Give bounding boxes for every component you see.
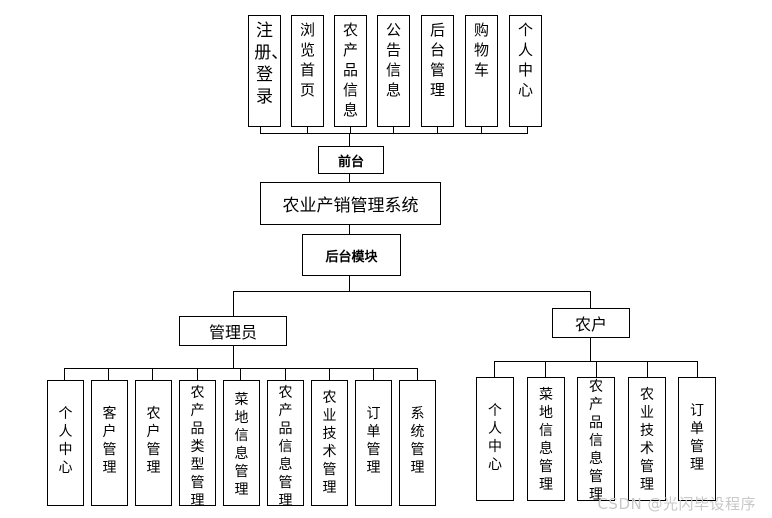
system-title-node: 农业产销管理系统 bbox=[260, 182, 441, 225]
module-label: 注册、登录 bbox=[254, 21, 289, 107]
connector bbox=[494, 361, 495, 377]
module-label: 农产品类型管理 bbox=[190, 385, 205, 509]
farmer-module-product-info-mgmt: 农产品信息管理 bbox=[577, 377, 615, 503]
connector bbox=[329, 368, 330, 380]
module-label: 农户管理 bbox=[146, 406, 161, 476]
admin-module-product-info-mgmt: 农产品信息管理 bbox=[267, 380, 304, 509]
module-label: 农产品信息管理 bbox=[278, 385, 293, 509]
farmer-module-personal-center: 个人中心 bbox=[476, 377, 514, 501]
connector bbox=[260, 126, 261, 134]
admin-module-farmer-mgmt: 农户管理 bbox=[135, 380, 172, 506]
connector bbox=[233, 345, 234, 369]
connector bbox=[349, 133, 350, 146]
module-label: 个人中心 bbox=[487, 403, 502, 473]
module-label: 农产品信息 bbox=[342, 21, 358, 119]
module-label: 个人中心 bbox=[517, 21, 533, 99]
connector bbox=[590, 291, 591, 308]
connector bbox=[527, 126, 528, 134]
backend-label: 后台模块 bbox=[325, 249, 378, 265]
admin-module-customer-mgmt: 客户管理 bbox=[91, 380, 128, 506]
admin-module-system-mgmt: 系统管理 bbox=[399, 380, 436, 506]
frontend-node: 前台 bbox=[318, 146, 384, 174]
connector bbox=[197, 368, 198, 380]
backend-split-line bbox=[233, 291, 591, 292]
module-label: 菜地信息管理 bbox=[538, 387, 553, 493]
admin-module-personal-center: 个人中心 bbox=[47, 380, 84, 506]
module-label: 农产品信息管理 bbox=[588, 379, 603, 503]
module-label: 系统管理 bbox=[410, 406, 425, 476]
module-label: 客户管理 bbox=[102, 406, 117, 476]
connector bbox=[647, 361, 648, 377]
module-label: 农业技术管理 bbox=[322, 390, 337, 496]
admin-node: 管理员 bbox=[179, 316, 287, 346]
farmer-module-plot-info-mgmt: 菜地信息管理 bbox=[527, 377, 565, 501]
watermark: CSDN @光闪毕设程序 bbox=[597, 495, 756, 513]
connector bbox=[307, 126, 308, 134]
module-label: 个人中心 bbox=[58, 406, 73, 476]
admin-bus-line bbox=[64, 368, 418, 369]
module-label: 后台管理 bbox=[429, 21, 445, 99]
connector bbox=[590, 337, 591, 362]
frontend-module-notice-info: 公告信息 bbox=[377, 15, 410, 127]
connector bbox=[349, 174, 350, 182]
frontend-bus-line bbox=[260, 133, 528, 134]
system-title: 农业产销管理系统 bbox=[282, 196, 419, 216]
connector bbox=[373, 368, 374, 380]
connector bbox=[350, 126, 351, 134]
farmer-node: 农户 bbox=[552, 308, 630, 338]
farmer-module-agri-tech-mgmt: 农业技术管理 bbox=[628, 377, 666, 501]
frontend-module-product-info: 农产品信息 bbox=[334, 15, 367, 127]
backend-node: 后台模块 bbox=[302, 234, 401, 276]
connector bbox=[417, 368, 418, 380]
connector bbox=[349, 276, 350, 291]
connector bbox=[393, 126, 394, 134]
frontend-module-register-login: 注册、登录 bbox=[248, 15, 289, 127]
admin-module-product-type-mgmt: 农产品类型管理 bbox=[179, 380, 216, 509]
module-label: 菜地信息管理 bbox=[234, 392, 249, 498]
module-label: 订单管理 bbox=[366, 406, 381, 476]
connector bbox=[697, 361, 698, 377]
farmer-module-order-mgmt: 订单管理 bbox=[678, 377, 716, 501]
connector bbox=[152, 368, 153, 380]
connector bbox=[437, 126, 438, 134]
frontend-module-backend-admin: 后台管理 bbox=[421, 15, 454, 127]
admin-module-order-mgmt: 订单管理 bbox=[355, 380, 392, 506]
frontend-label: 前台 bbox=[337, 154, 364, 170]
module-label: 公告信息 bbox=[385, 21, 401, 99]
frontend-module-personal-center: 个人中心 bbox=[509, 15, 542, 127]
connector bbox=[285, 368, 286, 380]
farmer-label: 农户 bbox=[574, 315, 607, 334]
connector bbox=[481, 126, 482, 134]
module-label: 浏览首页 bbox=[299, 21, 315, 99]
connector bbox=[349, 224, 350, 234]
frontend-module-browse-home: 浏览首页 bbox=[291, 15, 324, 127]
connector bbox=[108, 368, 109, 380]
admin-label: 管理员 bbox=[208, 323, 257, 342]
connector bbox=[64, 368, 65, 380]
frontend-module-cart: 购物车 bbox=[465, 15, 498, 127]
connector bbox=[596, 361, 597, 377]
module-label: 农业技术管理 bbox=[639, 387, 654, 493]
module-label: 订单管理 bbox=[689, 403, 704, 473]
admin-module-agri-tech-mgmt: 农业技术管理 bbox=[311, 380, 348, 506]
admin-module-plot-info-mgmt: 菜地信息管理 bbox=[223, 380, 260, 506]
connector bbox=[233, 291, 234, 316]
connector bbox=[240, 368, 241, 380]
module-label: 购物车 bbox=[473, 21, 489, 79]
connector bbox=[545, 361, 546, 377]
